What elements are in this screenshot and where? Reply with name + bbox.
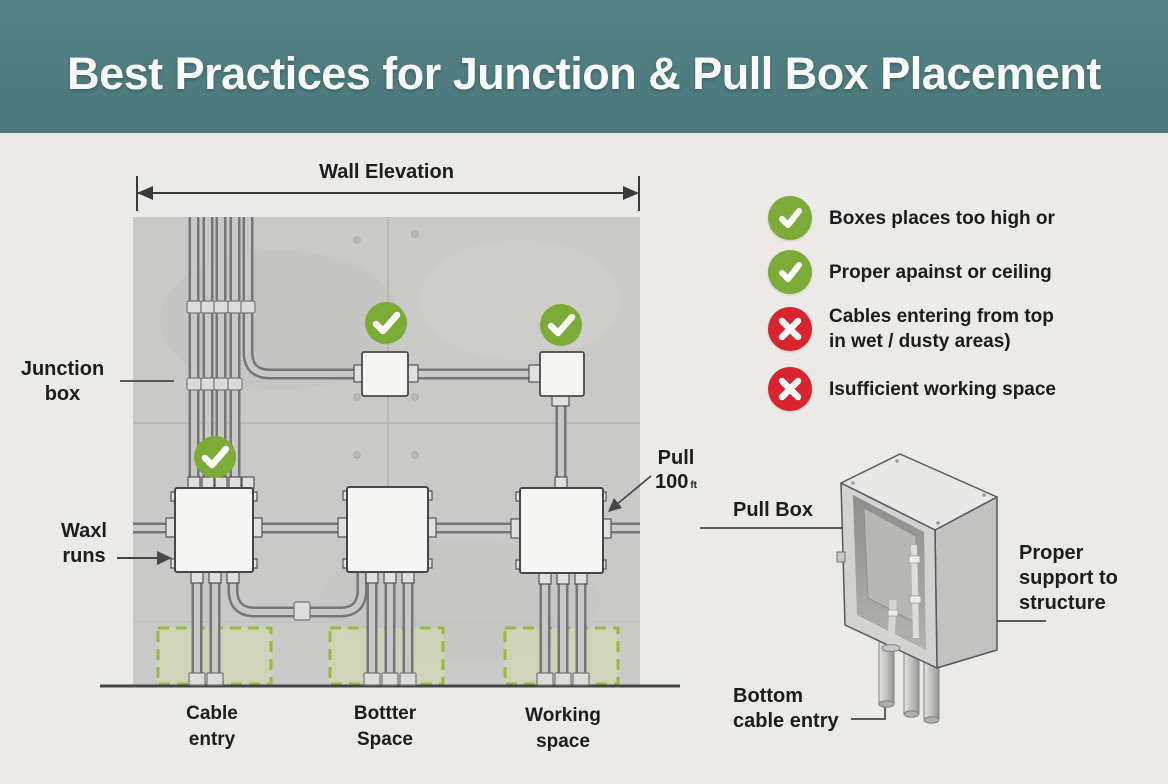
- page-title: Best Practices for Junction & Pull Box P…: [67, 48, 1101, 99]
- proper-support-label: Proper support to structure: [1019, 542, 1118, 614]
- cross-icon: [768, 367, 812, 411]
- wall-elevation-label: Wall Elevation: [319, 161, 454, 183]
- working-space-label: Working space: [525, 705, 601, 752]
- pull-box-2: [337, 486, 437, 584]
- dimension-arrow: [136, 176, 640, 211]
- pull-box-3: [510, 476, 612, 585]
- pull-box-3d: [836, 453, 998, 724]
- pull-box-label: Pull Box: [733, 499, 814, 521]
- form-tie-dots: [353, 230, 419, 459]
- pull-box-1: [165, 476, 263, 584]
- legend-item-2: Proper apainst or ceiling: [768, 250, 1052, 294]
- junction-box-small-1: [353, 351, 419, 397]
- legend-item-1: Boxes places too high or: [768, 196, 1055, 240]
- wall-runs-label: Waxl runs: [61, 520, 107, 567]
- bottom-space-label: Bottter Space: [353, 703, 417, 750]
- legend-item-4: Isufficient working space: [768, 367, 1056, 411]
- check-icon: [768, 250, 812, 294]
- junction-box-label: Junction box: [20, 358, 105, 405]
- check-icon: [768, 196, 812, 240]
- conduit-fittings: [186, 300, 590, 686]
- junction-box-small-2: [528, 351, 585, 407]
- cable-entry-label: Cable entry: [186, 703, 238, 750]
- bottom-cable-entry-label: Bottom cable entry: [733, 685, 839, 732]
- header-banner: Best Practices for Junction & Pull Box P…: [0, 0, 1168, 133]
- check-badge-icons: [194, 302, 582, 478]
- legend-item-3: Cables entering from top in wet / dusty …: [768, 304, 1054, 354]
- cross-icon: [768, 307, 812, 351]
